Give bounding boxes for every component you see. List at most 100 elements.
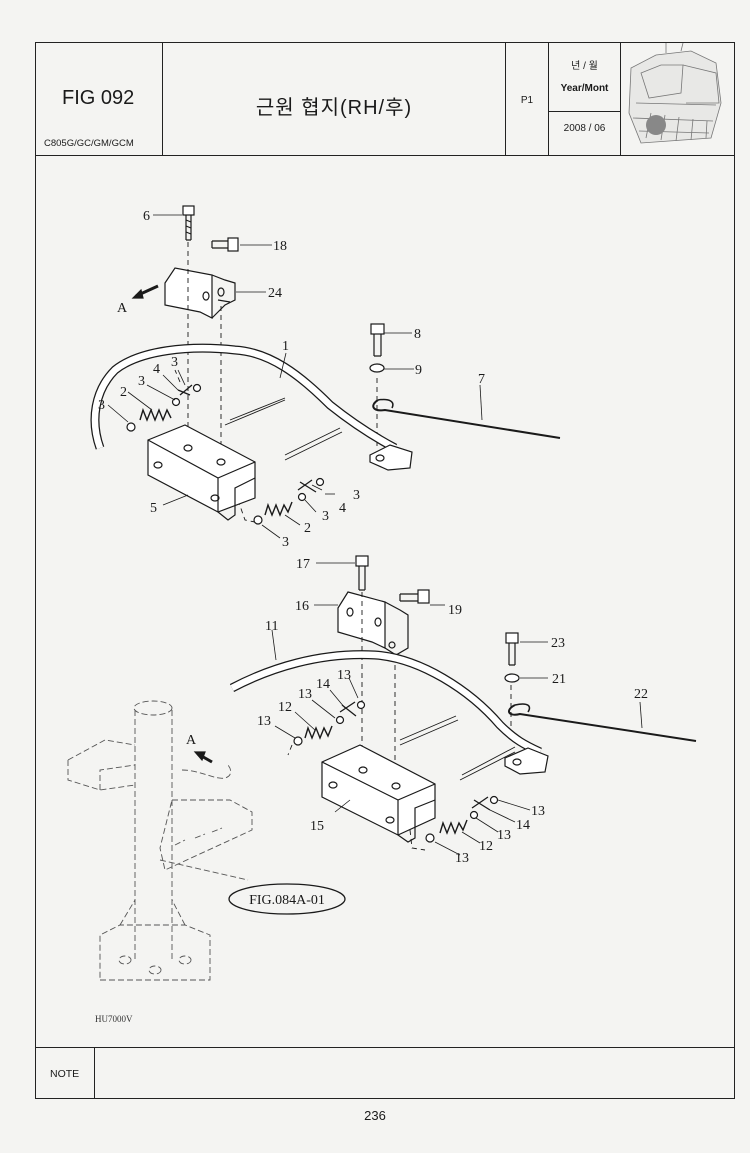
callout-labels: 6 18 24 8 9 7 1 3 4 3 2 3 3 5 4 3 3 2 3 … bbox=[98, 209, 648, 866]
callout-3-d: 3 bbox=[353, 488, 360, 503]
machine-thumbnail-cell bbox=[621, 43, 734, 155]
washer-13a bbox=[293, 736, 303, 746]
note-label-cell: NOTE bbox=[36, 1048, 95, 1099]
callout-16: 16 bbox=[295, 599, 309, 614]
note-label: NOTE bbox=[50, 1068, 80, 1080]
callout-12-b: 12 bbox=[479, 839, 493, 854]
figure-number: FIG 092 bbox=[62, 87, 135, 109]
year-month-label-en: Year/Mont bbox=[560, 83, 609, 94]
highlight-dot bbox=[646, 115, 666, 135]
reference-view bbox=[67, 700, 253, 981]
callout-3-c: 3 bbox=[98, 398, 105, 413]
callout-21: 21 bbox=[552, 672, 566, 687]
link-rod-7 bbox=[372, 399, 561, 439]
callout-5: 5 bbox=[150, 501, 157, 516]
callout-13-d: 13 bbox=[531, 804, 545, 819]
washer-3b bbox=[171, 397, 181, 407]
callout-13-e: 13 bbox=[497, 828, 511, 843]
rod-plate-lower bbox=[504, 747, 549, 775]
spring-2-upper bbox=[139, 407, 172, 422]
date-label-box: 년 / 월 Year/Mont bbox=[549, 43, 620, 112]
bolt-23 bbox=[505, 632, 519, 666]
washer-13e bbox=[469, 810, 479, 820]
callout-13-b: 13 bbox=[298, 687, 312, 702]
washer-13c bbox=[356, 700, 366, 710]
washer-3f bbox=[315, 477, 325, 487]
page-number: 236 bbox=[364, 1108, 386, 1123]
bolt-17 bbox=[355, 555, 369, 591]
drawing-code: HU7000V bbox=[95, 1014, 133, 1024]
callout-13-f: 13 bbox=[455, 851, 469, 866]
callout-23: 23 bbox=[551, 636, 565, 651]
reference-label: FIG.084A-01 bbox=[249, 893, 325, 908]
callout-3-a: 3 bbox=[171, 355, 178, 370]
washer-21 bbox=[504, 673, 520, 683]
washer-3d bbox=[253, 515, 263, 525]
link-rod-22 bbox=[508, 704, 697, 742]
figure-cell: FIG 092 C805G/GC/GM/GCM bbox=[36, 43, 163, 155]
bracket-16 bbox=[337, 591, 409, 656]
date-cell: 년 / 월 Year/Mont 2008 / 06 bbox=[549, 43, 621, 155]
callout-12-a: 12 bbox=[278, 700, 292, 715]
bolt-6 bbox=[182, 205, 195, 241]
spring-12-lower bbox=[439, 819, 468, 835]
callout-2-a: 2 bbox=[120, 385, 127, 400]
page-code-cell: P1 bbox=[506, 43, 549, 155]
callout-19: 19 bbox=[448, 603, 462, 618]
bolt-8 bbox=[370, 323, 385, 357]
year-month-label-kr: 년 / 월 bbox=[571, 61, 598, 72]
pin-14-lower bbox=[471, 796, 491, 811]
page-title: 근원 협지(RH/후) bbox=[255, 97, 413, 119]
pin-14-upper bbox=[339, 701, 357, 717]
callout-13-a: 13 bbox=[337, 668, 351, 683]
view-label-a-ref: A bbox=[186, 733, 197, 748]
combine-harvester-thumbnail bbox=[628, 43, 722, 144]
title-block: FIG 092 C805G/GC/GM/GCM 근원 협지(RH/후) P1 년… bbox=[36, 43, 734, 156]
title-cell: 근원 협지(RH/후) bbox=[163, 43, 506, 155]
callout-8: 8 bbox=[414, 327, 421, 342]
callout-7: 7 bbox=[478, 372, 485, 387]
bolt-18 bbox=[211, 237, 239, 252]
rod-plate bbox=[369, 444, 413, 471]
callout-24: 24 bbox=[268, 286, 282, 301]
rod-11 bbox=[229, 650, 542, 781]
pin-4-upper bbox=[177, 384, 193, 396]
callout-6: 6 bbox=[143, 209, 150, 224]
bracket-24 bbox=[164, 267, 236, 319]
washer-13d bbox=[425, 833, 435, 843]
callout-3-e: 3 bbox=[322, 509, 329, 524]
washer-3c bbox=[192, 383, 202, 393]
washer-3e bbox=[297, 492, 307, 502]
model-list: C805G/GC/GM/GCM bbox=[44, 138, 134, 149]
note-row: NOTE bbox=[36, 1047, 734, 1099]
callout-4-a: 4 bbox=[153, 362, 160, 377]
bracket-5 bbox=[147, 424, 256, 521]
callout-17: 17 bbox=[296, 557, 310, 572]
washer-9 bbox=[369, 363, 385, 373]
callout-13-c: 13 bbox=[257, 714, 271, 729]
washer-13f bbox=[489, 795, 499, 805]
washer-13b bbox=[335, 715, 345, 725]
callout-2-b: 2 bbox=[304, 521, 311, 536]
callout-18: 18 bbox=[273, 239, 287, 254]
callout-14-b: 14 bbox=[516, 818, 530, 833]
page-frame: FIG 092 C805G/GC/GM/GCM 근원 협지(RH/후) P1 년… bbox=[35, 42, 735, 1099]
callout-9: 9 bbox=[415, 363, 422, 378]
view-arrowhead-a bbox=[131, 288, 144, 299]
callout-4-b: 4 bbox=[339, 501, 346, 516]
callout-3-b: 3 bbox=[138, 374, 145, 389]
bracket-15 bbox=[321, 744, 436, 843]
view-label-a: A bbox=[117, 301, 128, 316]
spring-12-upper bbox=[304, 725, 333, 740]
callout-22: 22 bbox=[634, 687, 648, 702]
bolt-19 bbox=[399, 589, 430, 604]
callout-11: 11 bbox=[265, 619, 278, 634]
issue-date: 2008 / 06 bbox=[563, 123, 606, 134]
spring-2-lower bbox=[264, 501, 293, 517]
callout-14-a: 14 bbox=[316, 677, 330, 692]
reference-callout: FIG.084A-01 bbox=[228, 883, 346, 915]
page-code: P1 bbox=[520, 95, 534, 106]
washer-3a bbox=[126, 422, 136, 432]
rod-1 bbox=[90, 343, 398, 461]
